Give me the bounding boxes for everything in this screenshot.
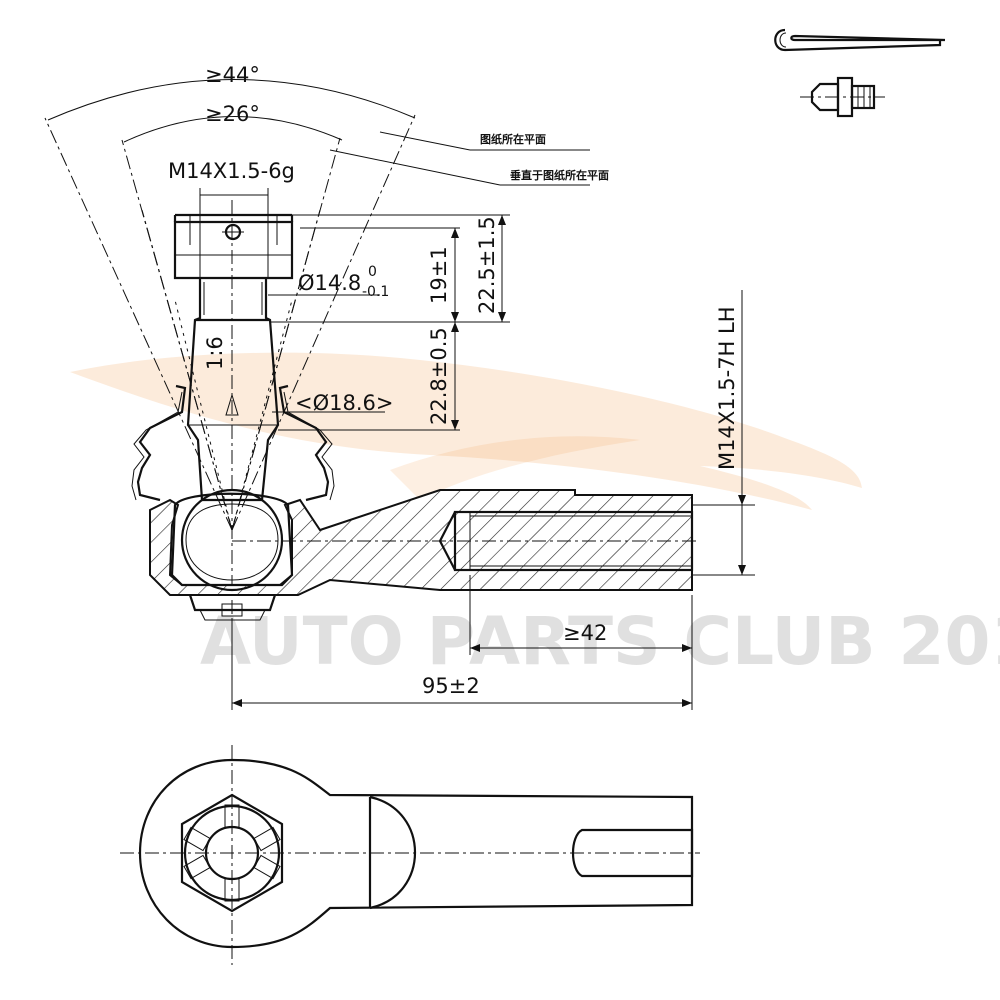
grease-nipple-icon [800, 76, 885, 118]
taper-label: 1:6 [203, 336, 227, 370]
stud-thread-dim [199, 188, 269, 215]
dim-19-label: 19±1 [427, 246, 451, 304]
dia-stud-label: Ø14.8 [298, 271, 361, 295]
angle-max-label: ≥44° [205, 63, 260, 87]
note-perp-plane: 垂直于图纸所在平面 [510, 168, 609, 182]
watermark-swoosh-inner [390, 436, 640, 500]
housing-section [149, 488, 700, 621]
dim-95-label: 95±2 [422, 674, 480, 698]
bore-thread-dim [692, 290, 755, 576]
angle-min-label: ≥26° [205, 102, 260, 126]
watermark-text: AUTO PARTS CLUB 2018 [200, 603, 1000, 680]
note-plane: 图纸所在平面 [480, 132, 546, 146]
watermark: AUTO PARTS CLUB 2018 [70, 352, 1000, 680]
cotter-pin-icon [774, 28, 946, 52]
stud-body [186, 200, 280, 620]
dia-stud-tol-upper: 0 [368, 264, 377, 280]
castle-slots [183, 804, 281, 902]
bore-thread-label: M14X1.5-7H LH [715, 306, 739, 470]
vertical-dims [270, 214, 510, 431]
castle-nut [173, 213, 294, 280]
swing-angle-lines [44, 79, 590, 531]
dia-stud-tol-lower: -0.1 [362, 284, 389, 300]
dim-22-8-label: 22.8±0.5 [427, 327, 451, 425]
dust-boot [131, 384, 335, 502]
dim-22-5-label: 22.5±1.5 [475, 216, 499, 314]
horizontal-dims [231, 575, 693, 710]
watermark-swoosh [70, 352, 862, 510]
dim-42-label: ≥42 [563, 621, 607, 645]
dia-boot-label: <Ø18.6> [295, 391, 393, 415]
stud-thread-label: M14X1.5-6g [168, 159, 295, 183]
top-view [120, 745, 700, 965]
